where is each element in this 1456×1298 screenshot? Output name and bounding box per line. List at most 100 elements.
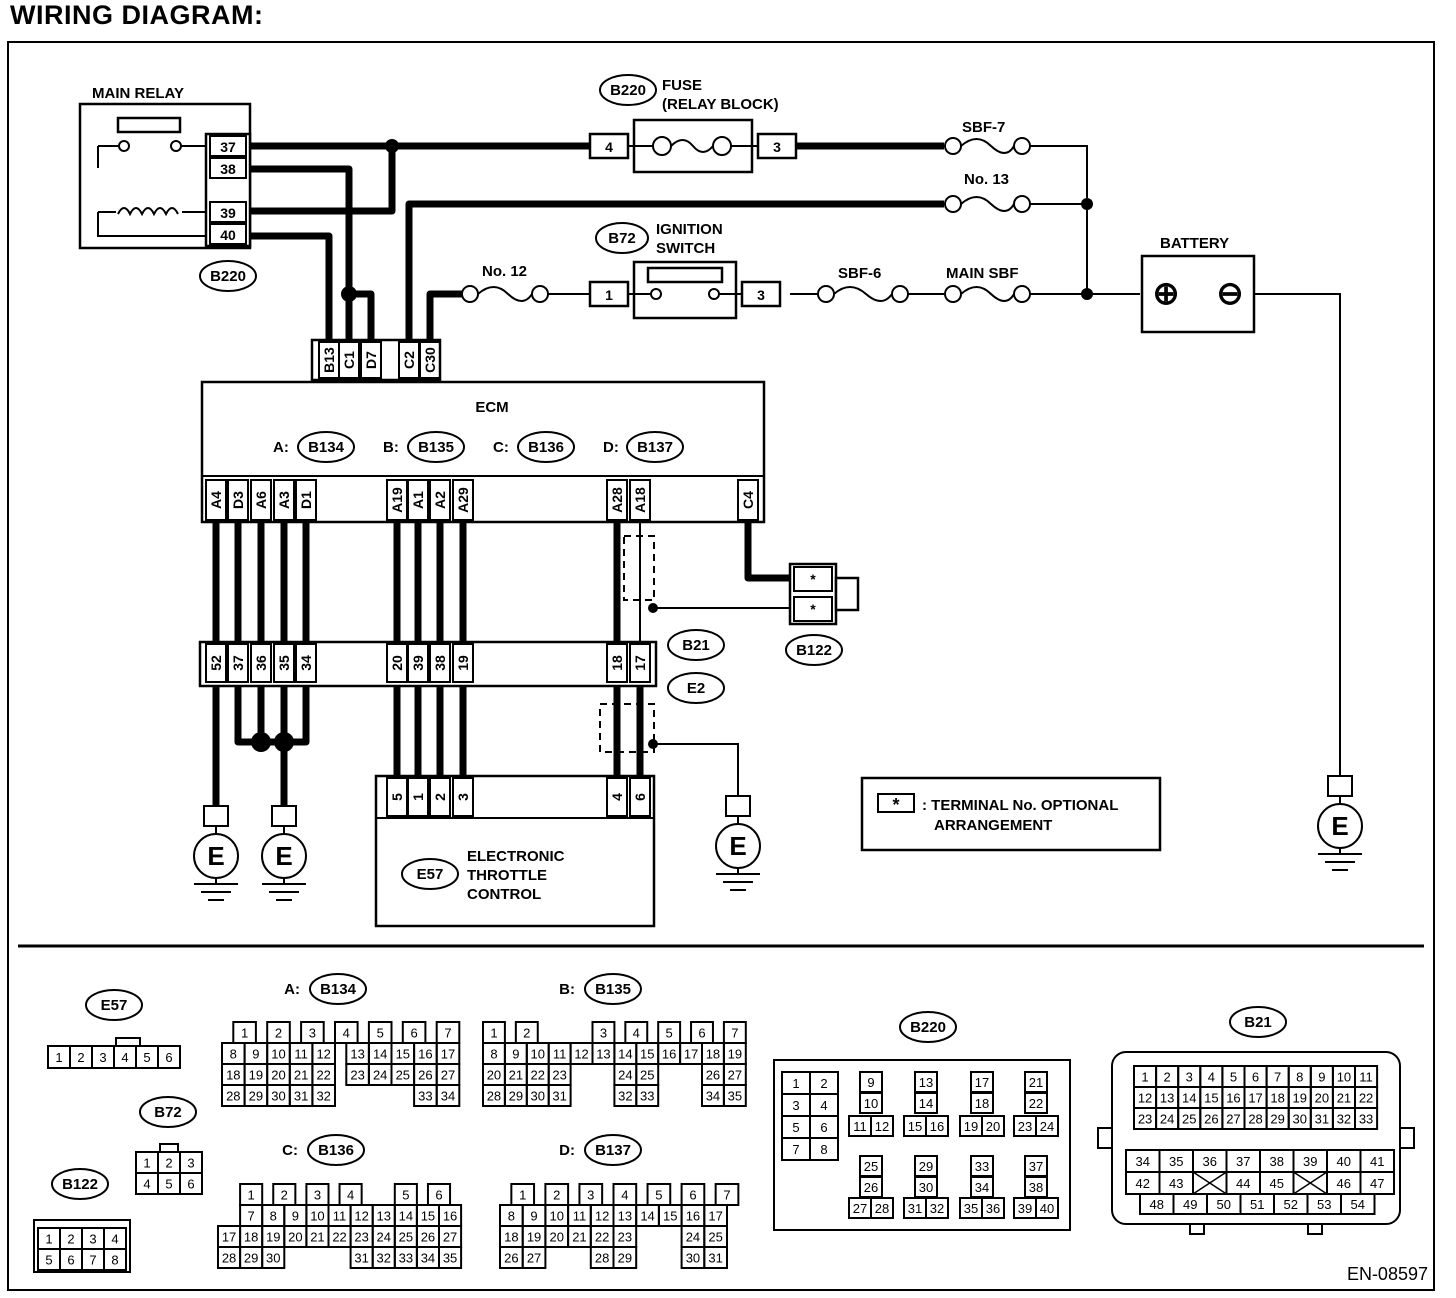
pin-cell: 13 xyxy=(596,1047,610,1062)
ecm-pin-d1: D1 xyxy=(298,491,314,509)
pin-cell: 5 xyxy=(402,1188,409,1203)
pin-cell: 19 xyxy=(1293,1091,1307,1106)
pin-cell: 28 xyxy=(222,1251,236,1266)
pin-cell: 8 xyxy=(490,1047,497,1062)
pin-cell: 6 xyxy=(435,1188,442,1203)
ecm-pin-a2: A2 xyxy=(432,491,448,509)
ecm-pin-c4: C4 xyxy=(740,491,756,509)
svg-text:A:: A: xyxy=(273,439,289,456)
pin-cell: 23 xyxy=(350,1068,364,1083)
pin-cell: 25 xyxy=(708,1230,722,1245)
joint-pin-39: 39 xyxy=(410,655,426,671)
pin-cell: 1 xyxy=(248,1188,255,1203)
view-prefix: A: xyxy=(284,981,300,998)
battery-minus: ⊖ xyxy=(1217,275,1244,311)
view-code: B122 xyxy=(62,1176,98,1193)
svg-text:D:: D: xyxy=(603,439,619,456)
ecm-pin-a6: A6 xyxy=(253,491,269,509)
svg-text:No. 13: No. 13 xyxy=(964,171,1009,188)
svg-text:(RELAY BLOCK): (RELAY BLOCK) xyxy=(662,96,779,113)
pin-cell: 3 xyxy=(600,1026,607,1041)
svg-text:: TERMINAL No. OPTIONAL: : TERMINAL No. OPTIONAL xyxy=(922,797,1118,814)
pin-cell: 34 xyxy=(421,1251,435,1266)
svg-text:FUSE: FUSE xyxy=(662,77,702,94)
pin-cell: 3 xyxy=(99,1050,106,1065)
pin-cell: 21 xyxy=(1337,1091,1351,1106)
pin-cell: 31 xyxy=(708,1251,722,1266)
joint-pin-38: 38 xyxy=(432,655,448,671)
pin-cell: 24 xyxy=(618,1068,632,1083)
joint-pin-37: 37 xyxy=(230,655,246,671)
pin-cell: 3 xyxy=(587,1188,594,1203)
pin-cell: 26 xyxy=(421,1230,435,1245)
pin-cell: 11 xyxy=(1359,1070,1373,1085)
ecm-connector-codes: A: B134 B: B135 C: B136 D: B137 xyxy=(273,431,684,463)
battery: BATTERY ⊕ ⊖ xyxy=(1140,235,1256,334)
pin-cell: 20 xyxy=(271,1068,285,1083)
pin-cell: 11 xyxy=(294,1047,308,1062)
pin-cell: 33 xyxy=(640,1089,654,1104)
pin-cell: 6 xyxy=(689,1188,696,1203)
pin-cell: 31 xyxy=(354,1251,368,1266)
pin-cell: 27 xyxy=(728,1068,742,1083)
pin-cell: 16 xyxy=(443,1209,457,1224)
pin-cell: 23 xyxy=(354,1230,368,1245)
pin-cell: 15 xyxy=(908,1119,922,1134)
pin-cell: 10 xyxy=(310,1209,324,1224)
pin-cell: 9 xyxy=(1318,1070,1325,1085)
pin-cell: 8 xyxy=(508,1209,515,1224)
pin-cell: 40 xyxy=(1337,1154,1351,1169)
ground-symbol-2: E xyxy=(261,805,307,901)
relay-connector-code: B220 xyxy=(210,268,246,285)
pin-cell: 4 xyxy=(143,1177,150,1192)
pin-cell: 16 xyxy=(930,1119,944,1134)
ground-label: E xyxy=(207,841,224,871)
pin-cell: 19 xyxy=(964,1119,978,1134)
throttle-pin-3: 3 xyxy=(455,793,471,801)
pin-cell: 1 xyxy=(241,1026,248,1041)
joint-pin-34: 34 xyxy=(298,655,314,671)
pin-cell: 4 xyxy=(1208,1070,1215,1085)
pin-cell: 21 xyxy=(572,1230,586,1245)
pin-cell: 1 xyxy=(792,1076,799,1091)
pin-cell: 12 xyxy=(354,1209,368,1224)
pin-cell: 29 xyxy=(244,1251,258,1266)
pin-cell: 48 xyxy=(1150,1197,1164,1212)
pin-cell: 24 xyxy=(686,1230,700,1245)
pin-cell: 6 xyxy=(165,1050,172,1065)
svg-text:SBF-6: SBF-6 xyxy=(838,265,881,282)
pin-cell: 17 xyxy=(684,1047,698,1062)
page-title: WIRING DIAGRAM: xyxy=(10,0,264,30)
pin-cell: 6 xyxy=(1252,1070,1259,1085)
pin-cell: 33 xyxy=(1359,1112,1373,1127)
view-prefix: C: xyxy=(282,1142,298,1159)
pin-cell: 4 xyxy=(621,1188,628,1203)
svg-text:No. 12: No. 12 xyxy=(482,263,527,280)
pin-cell: 23 xyxy=(1018,1119,1032,1134)
pin-cell: 19 xyxy=(266,1230,280,1245)
pin-cell: 12 xyxy=(595,1209,609,1224)
pin-cell: 10 xyxy=(271,1047,285,1062)
pin-cell: 35 xyxy=(443,1251,457,1266)
svg-text:4: 4 xyxy=(605,139,613,155)
ecm-pin-a18: A18 xyxy=(632,487,648,513)
pin-cell: 16 xyxy=(662,1047,676,1062)
pin-cell: 8 xyxy=(820,1142,827,1157)
ecm-pin-a19: A19 xyxy=(389,487,405,513)
pin-cell: 25 xyxy=(399,1230,413,1245)
pin-cell: 42 xyxy=(1136,1176,1150,1191)
pin-cell: 39 xyxy=(1303,1154,1317,1169)
pin-cell: 6 xyxy=(67,1253,74,1268)
pin-cell: 20 xyxy=(288,1230,302,1245)
pin-cell: 17 xyxy=(708,1209,722,1224)
pin-cell: 22 xyxy=(595,1230,609,1245)
ecm-pin-a4: A4 xyxy=(208,491,224,509)
